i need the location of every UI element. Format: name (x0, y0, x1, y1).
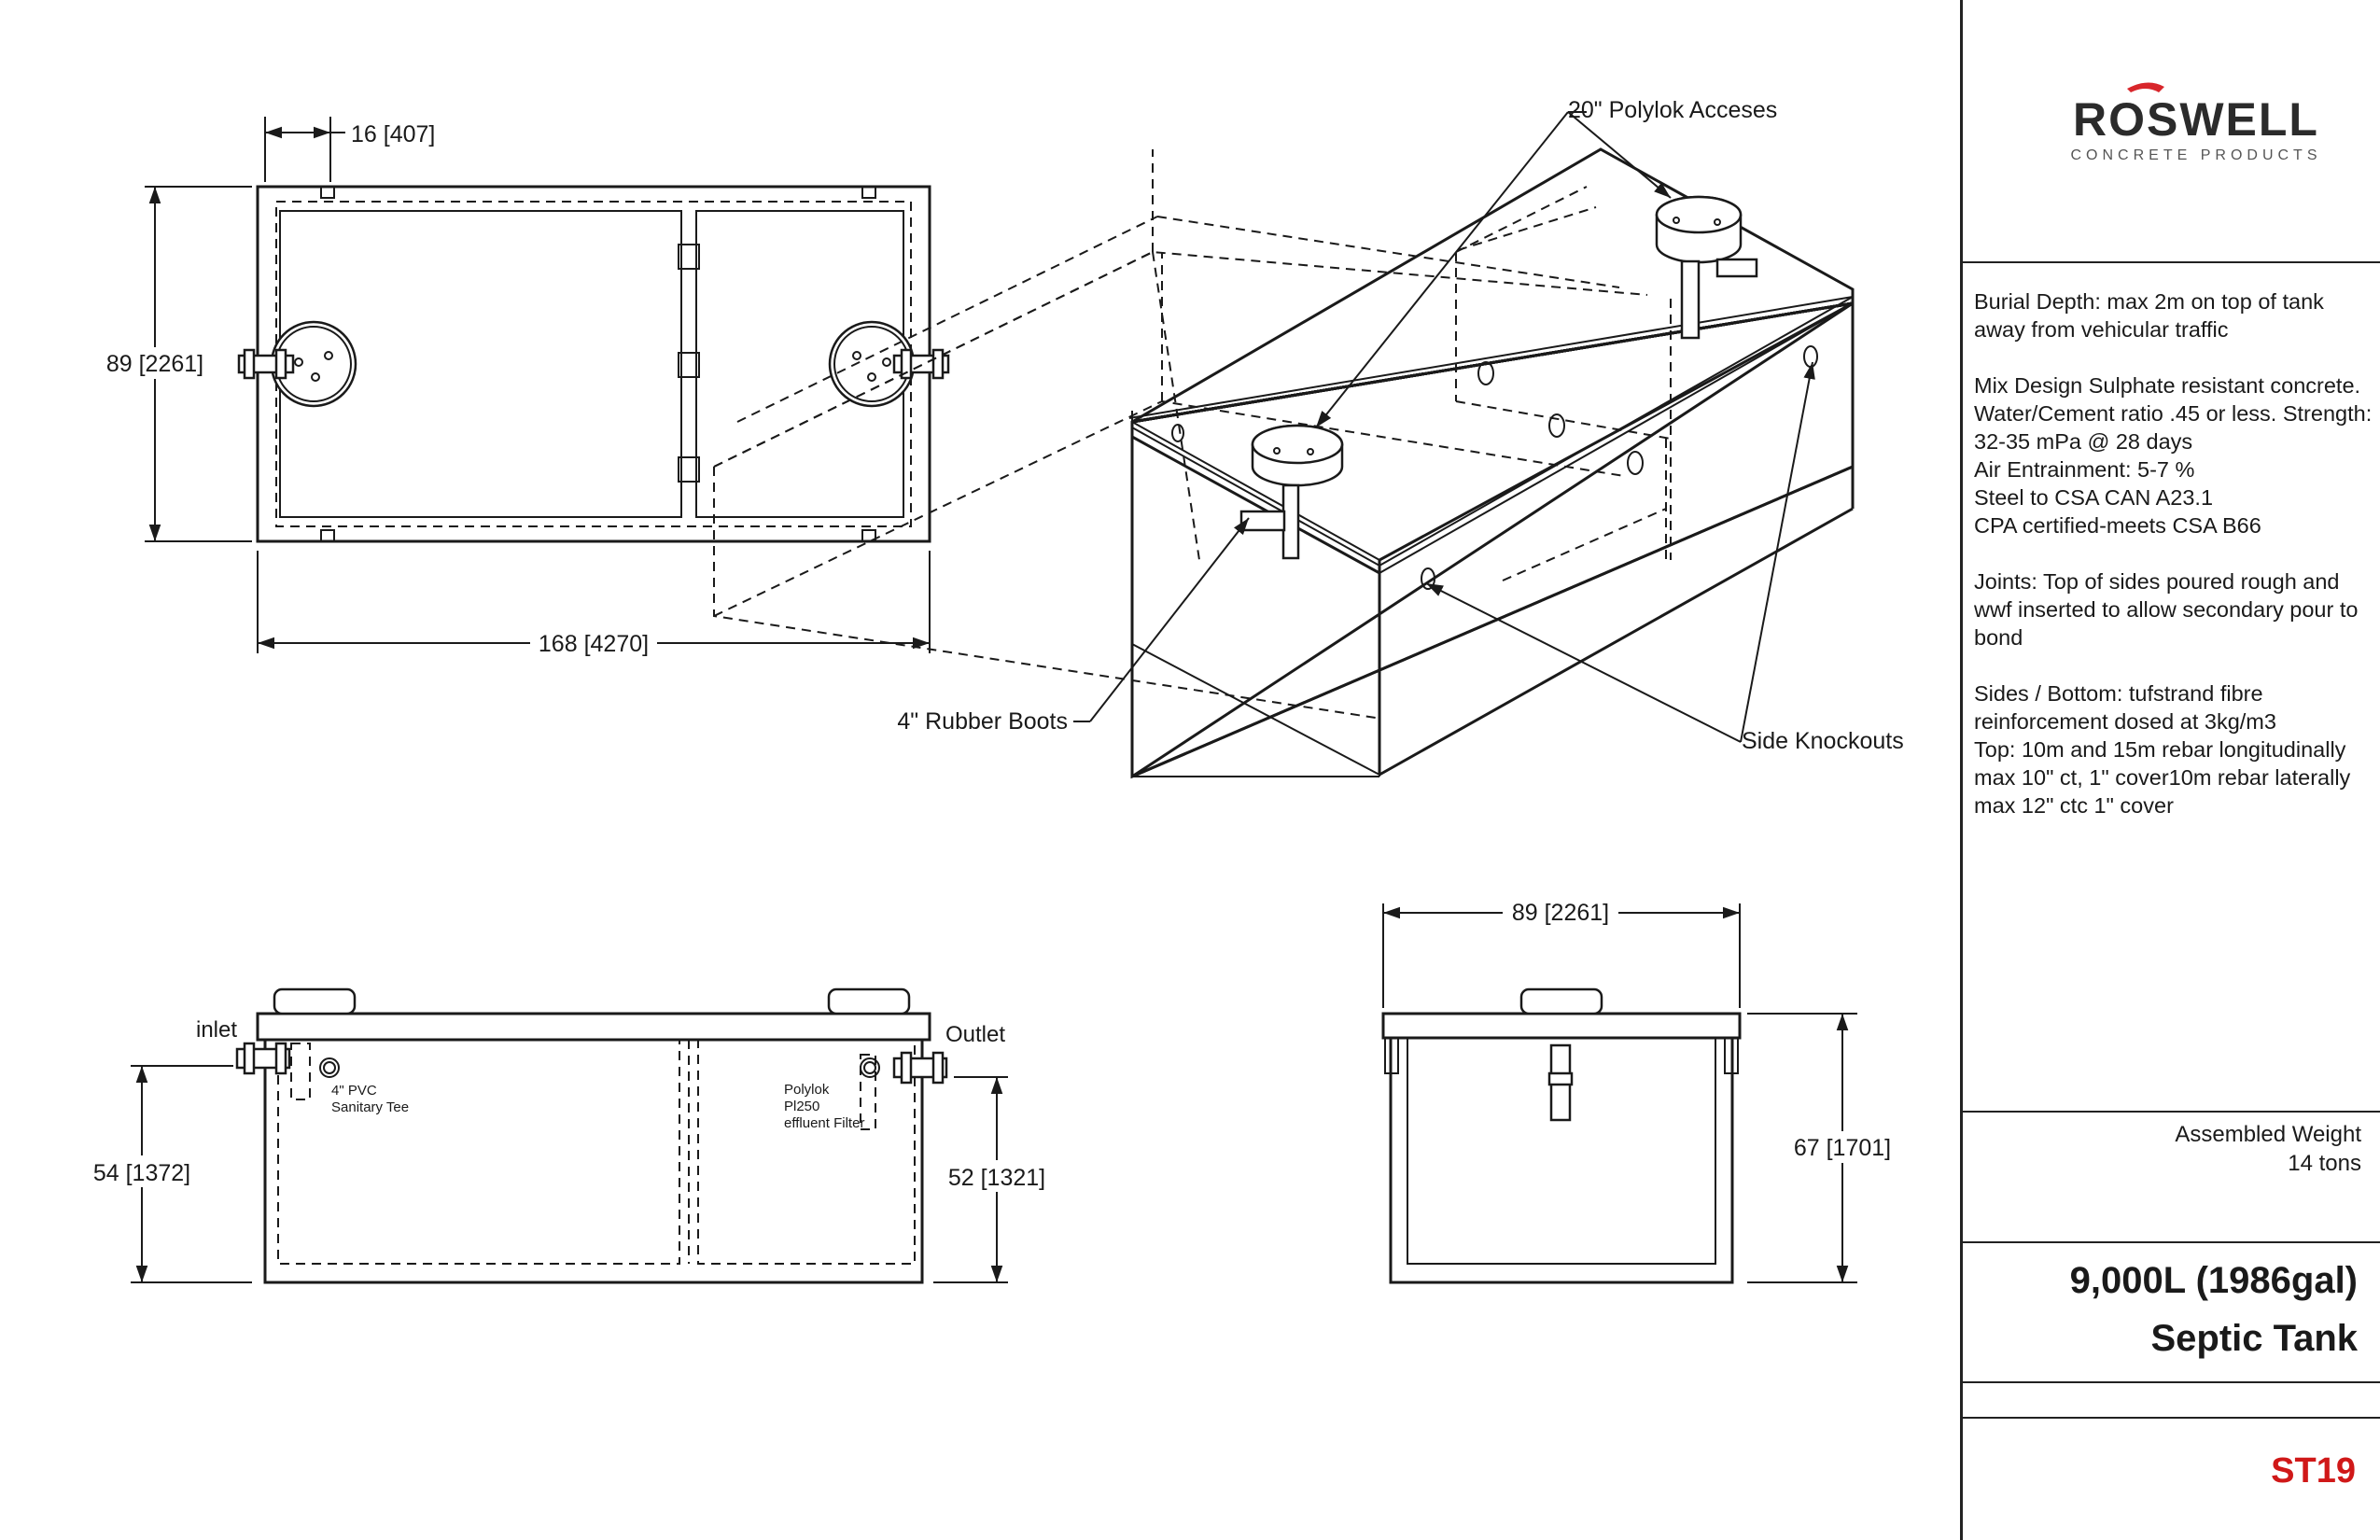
side-view: inlet Outlet 4" PVC Sanitary Tee Polylok… (86, 987, 1053, 1284)
iso-lid-left (1239, 424, 1344, 560)
brand-name: ROSWELL (2073, 93, 2319, 146)
divider (1963, 1381, 2380, 1383)
end-dim-width: 89 [2261] (1512, 900, 1609, 926)
logo-swoosh (2127, 82, 2164, 92)
brand-logo: ROSWELL CONCRETE PRODUCTS (2037, 70, 2355, 173)
side-label-filter-2: Pl250 (784, 1099, 819, 1114)
inlet-pipe-plan (237, 348, 295, 380)
plan-view: 16 [407] 89 [2261] 168 [4270] (103, 117, 950, 659)
side-label-tee-2: Sanitary Tee (331, 1099, 409, 1115)
side-label-tee-1: 4" PVC (331, 1083, 377, 1099)
iso-label-access: 20" Polylok Acceses (1568, 97, 1777, 123)
note-mix-design: Mix Design Sulphate resistant concrete. … (1974, 373, 2373, 538)
side-label-filter-3: effluent Filter (784, 1115, 864, 1131)
notes-block: Burial Depth: max 2m on top of tank away… (1974, 287, 2375, 847)
product-name: Septic Tank (2150, 1318, 2358, 1359)
plan-dim-offset: 16 [407] (351, 121, 435, 147)
end-dim-height: 67 [1701] (1794, 1135, 1891, 1161)
side-dim-outlet-height: 52 [1321] (948, 1165, 1045, 1191)
divider (1963, 1241, 2380, 1243)
drawing-canvas: 16 [407] 89 [2261] 168 [4270] (86, 97, 1904, 1284)
side-label-outlet: Outlet (945, 1022, 1005, 1047)
iso-label-boots: 4" Rubber Boots (897, 708, 1068, 735)
note-reinforcement: Sides / Bottom: tufstrand fibre reinforc… (1974, 681, 2351, 818)
divider (1963, 1111, 2380, 1113)
side-dim-inlet-height: 54 [1372] (93, 1160, 190, 1186)
access-lid-right (828, 320, 916, 408)
side-label-inlet: inlet (196, 1017, 237, 1043)
end-view: 89 [2261] 67 [1701] (1381, 896, 1900, 1284)
side-label-filter-1: Polylok (784, 1082, 830, 1098)
weight-block: Assembled Weight 14 tons (2175, 1120, 2361, 1178)
isometric-view: 20" Polylok Acceses 4" Rubber Boots Side… (713, 97, 1904, 779)
divider (1963, 1417, 2380, 1419)
divider (1963, 261, 2380, 263)
drawing-area: 16 [407] 89 [2261] 168 [4270] (86, 97, 1904, 1284)
title-block: ROSWELL CONCRETE PRODUCTS Burial Depth: … (1960, 0, 2380, 1540)
weight-label: Assembled Weight (2175, 1122, 2361, 1147)
plan-dim-width: 89 [2261] (106, 351, 203, 377)
product-code: ST19 (2271, 1451, 2356, 1491)
iso-label-knockouts: Side Knockouts (1742, 728, 1904, 754)
weight-value: 14 tons (2288, 1151, 2361, 1176)
plan-dim-length: 168 [4270] (539, 631, 649, 657)
note-burial: Burial Depth: max 2m on top of tank away… (1974, 289, 2324, 342)
brand-tagline: CONCRETE PRODUCTS (2070, 147, 2321, 163)
outlet-pipe-plan (892, 348, 950, 380)
capacity: 9,000L (1986gal) (2069, 1260, 2358, 1301)
iso-lid-right (1655, 195, 1758, 340)
note-joints: Joints: Top of sides poured rough and ww… (1974, 569, 2359, 650)
